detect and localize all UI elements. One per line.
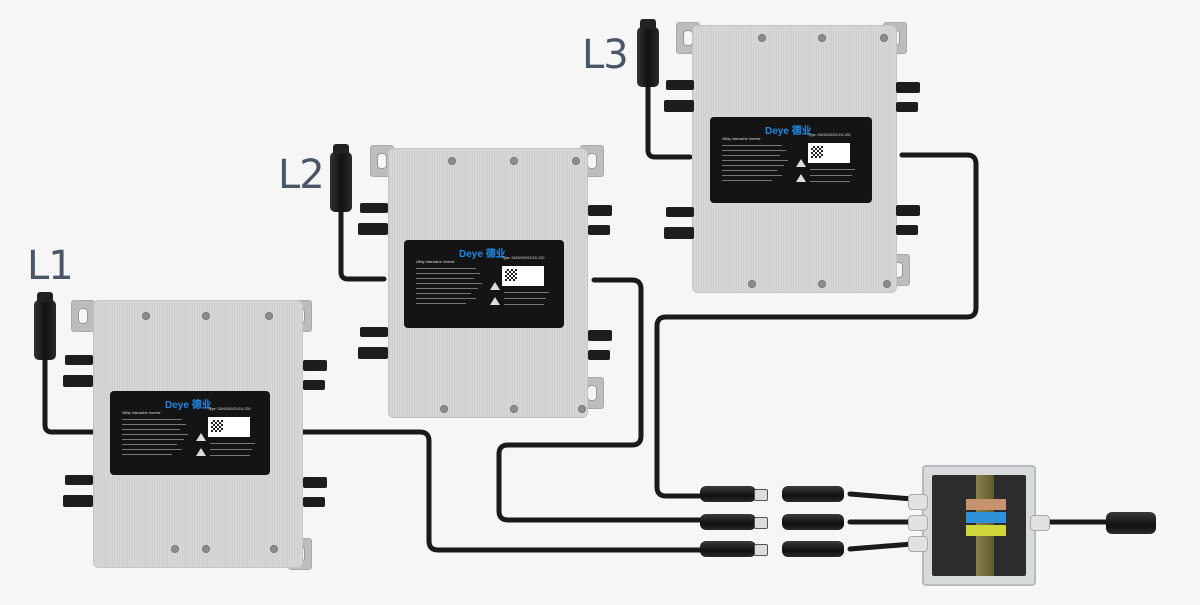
dc-connector — [63, 375, 93, 387]
trunk-connector-female[interactable] — [782, 514, 844, 530]
cable-l3 — [654, 152, 979, 499]
nameplate-title: Utility-Interactive Inverter — [122, 411, 161, 415]
dc-connector — [303, 360, 327, 371]
inverter-l3[interactable]: Deye 德业 Utility-Interactive Inverter Typ… — [664, 22, 920, 297]
nameplate-type: Type: SUN2000G3-EU-230 — [208, 407, 251, 411]
inverter-l1[interactable]: Deye 德业 Utility-Interactive Inverter Typ… — [63, 300, 327, 580]
nameplate-type: Type: SUN2000G3-EU-230 — [502, 256, 545, 260]
dc-connector — [303, 477, 327, 488]
qr-code — [208, 417, 250, 437]
dc-connector — [588, 350, 610, 360]
terminal-block-yellow — [966, 525, 1006, 536]
dc-connector — [666, 207, 694, 217]
trunk-connector-male[interactable] — [700, 541, 768, 557]
cable-l1 — [293, 429, 708, 553]
dc-connector — [588, 225, 610, 235]
trunk-connector-female[interactable] — [782, 541, 844, 557]
nameplate-title: Utility-Interactive Inverter — [722, 137, 761, 141]
ac-plug-l1[interactable] — [34, 292, 56, 360]
junction-box[interactable] — [922, 465, 1036, 586]
brand-logo: Deye 德业 — [165, 400, 212, 411]
label-l3: L3 — [582, 32, 629, 78]
ac-output-connector[interactable] — [1106, 512, 1156, 534]
ac-plug-l2[interactable] — [330, 144, 352, 212]
terminal-block-blue — [966, 512, 1006, 523]
label-l1: L1 — [27, 243, 74, 289]
cable-gland — [908, 494, 928, 510]
dc-connector — [63, 495, 93, 507]
dc-connector — [303, 380, 325, 390]
dc-connector — [360, 327, 388, 337]
cable-gland — [908, 515, 928, 531]
nameplate: Deye 德业 Utility-Interactive Inverter Typ… — [404, 240, 564, 328]
trunk-connector-female[interactable] — [782, 486, 844, 502]
trunk-connector-male[interactable] — [700, 514, 768, 530]
dc-connector — [65, 355, 93, 365]
label-l2: L2 — [278, 152, 325, 198]
dc-connector — [588, 205, 612, 216]
qr-code — [808, 143, 850, 163]
dc-connector — [666, 80, 694, 90]
brand-logo: Deye 德业 — [765, 126, 812, 137]
warning-icon — [796, 159, 806, 167]
dc-connector — [358, 223, 388, 235]
cable-gland — [1030, 515, 1050, 531]
trunk-connector-male[interactable] — [700, 486, 768, 502]
dc-connector — [358, 347, 388, 359]
pigtail-l3 — [645, 77, 693, 160]
warning-icon — [490, 282, 500, 290]
junction-box-interior — [932, 475, 1026, 576]
pigtail-l1 — [42, 352, 95, 435]
nameplate: Deye 德业 Utility-Interactive Inverter Typ… — [110, 391, 270, 475]
pigtail-l2 — [338, 202, 387, 282]
dc-connector — [896, 225, 918, 235]
dc-connector — [896, 82, 920, 93]
mounting-ear — [71, 300, 95, 332]
dc-connector — [664, 227, 694, 239]
dc-connector — [588, 330, 612, 341]
nameplate-type: Type: SUN2000G3-EU-230 — [808, 133, 851, 137]
cable-l2 — [496, 277, 708, 523]
dc-connector — [65, 475, 93, 485]
dc-connector — [896, 205, 920, 216]
nameplate-title: Utility-Interactive Inverter — [416, 260, 455, 264]
dc-connector — [360, 203, 388, 213]
warning-icon — [796, 174, 806, 182]
warning-icon — [196, 433, 206, 441]
nameplate: Deye 德业 Utility-Interactive Inverter Typ… — [710, 117, 872, 203]
cable-gland — [908, 536, 928, 552]
warning-icon — [196, 448, 206, 456]
dc-connector — [896, 102, 918, 112]
warning-icon — [490, 297, 500, 305]
ac-plug-l3[interactable] — [637, 19, 659, 87]
terminal-block-brown — [966, 499, 1006, 510]
brand-logo: Deye 德业 — [459, 249, 506, 260]
dc-connector — [664, 100, 694, 112]
dc-connector — [303, 497, 325, 507]
qr-code — [502, 266, 544, 286]
inverter-l2[interactable]: Deye 德业 Utility-Interactive Inverter Typ… — [358, 145, 612, 425]
